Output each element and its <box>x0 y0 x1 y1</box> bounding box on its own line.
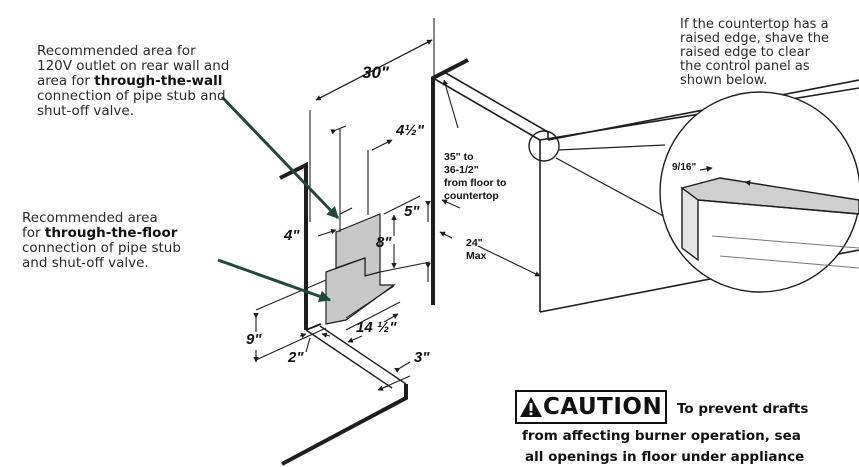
dimension-8: 8" <box>376 234 392 251</box>
dimension-4-half: 4½" <box>395 122 425 139</box>
wall-area-note: Recommended area for 120V outlet on rear… <box>37 43 230 119</box>
dimension-lines <box>253 18 541 391</box>
detail-circle <box>528 130 560 162</box>
depth-line2: Max <box>466 250 487 262</box>
countertop-height-line3: from floor to <box>444 177 506 189</box>
dimension-9: 9" <box>246 331 262 348</box>
warning-icon <box>520 397 542 417</box>
caution-text-line1: To prevent drafts <box>677 401 809 417</box>
countertop-height-line2: 36-1/2" <box>444 164 479 176</box>
dimension-4: 4" <box>283 227 300 244</box>
wall-area-pointer <box>220 95 340 220</box>
dimension-3: 3" <box>414 349 430 366</box>
caution-text-line3: all openings in floor under appliance <box>525 449 805 465</box>
detail-magnifier <box>659 91 859 293</box>
dimension-14-half: 14 ½" <box>356 319 397 336</box>
countertop-height-line1: 35" to <box>444 151 474 163</box>
floor-area-note: Recommended area for through-the-floor c… <box>22 210 181 271</box>
shaded-areas <box>325 213 396 325</box>
caution-text-line2: from affecting burner operation, sea <box>522 428 801 444</box>
floor-area-pointer <box>217 258 332 303</box>
dimension-5: 5" <box>404 203 420 220</box>
caution-word: CAUTION <box>543 394 663 420</box>
countertop-height-line4: countertop <box>444 190 499 202</box>
dimension-30: 30" <box>362 63 390 82</box>
detail-dimension: 9/16" <box>672 162 696 173</box>
caution-label: CAUTION <box>515 390 668 424</box>
left-cabinet-wall <box>279 161 322 331</box>
depth-line1: 24" <box>466 237 483 249</box>
floor-lines <box>281 285 408 466</box>
dimension-2: 2" <box>287 349 304 366</box>
countertop-note: If the countertop has a raised edge, sha… <box>680 17 829 88</box>
